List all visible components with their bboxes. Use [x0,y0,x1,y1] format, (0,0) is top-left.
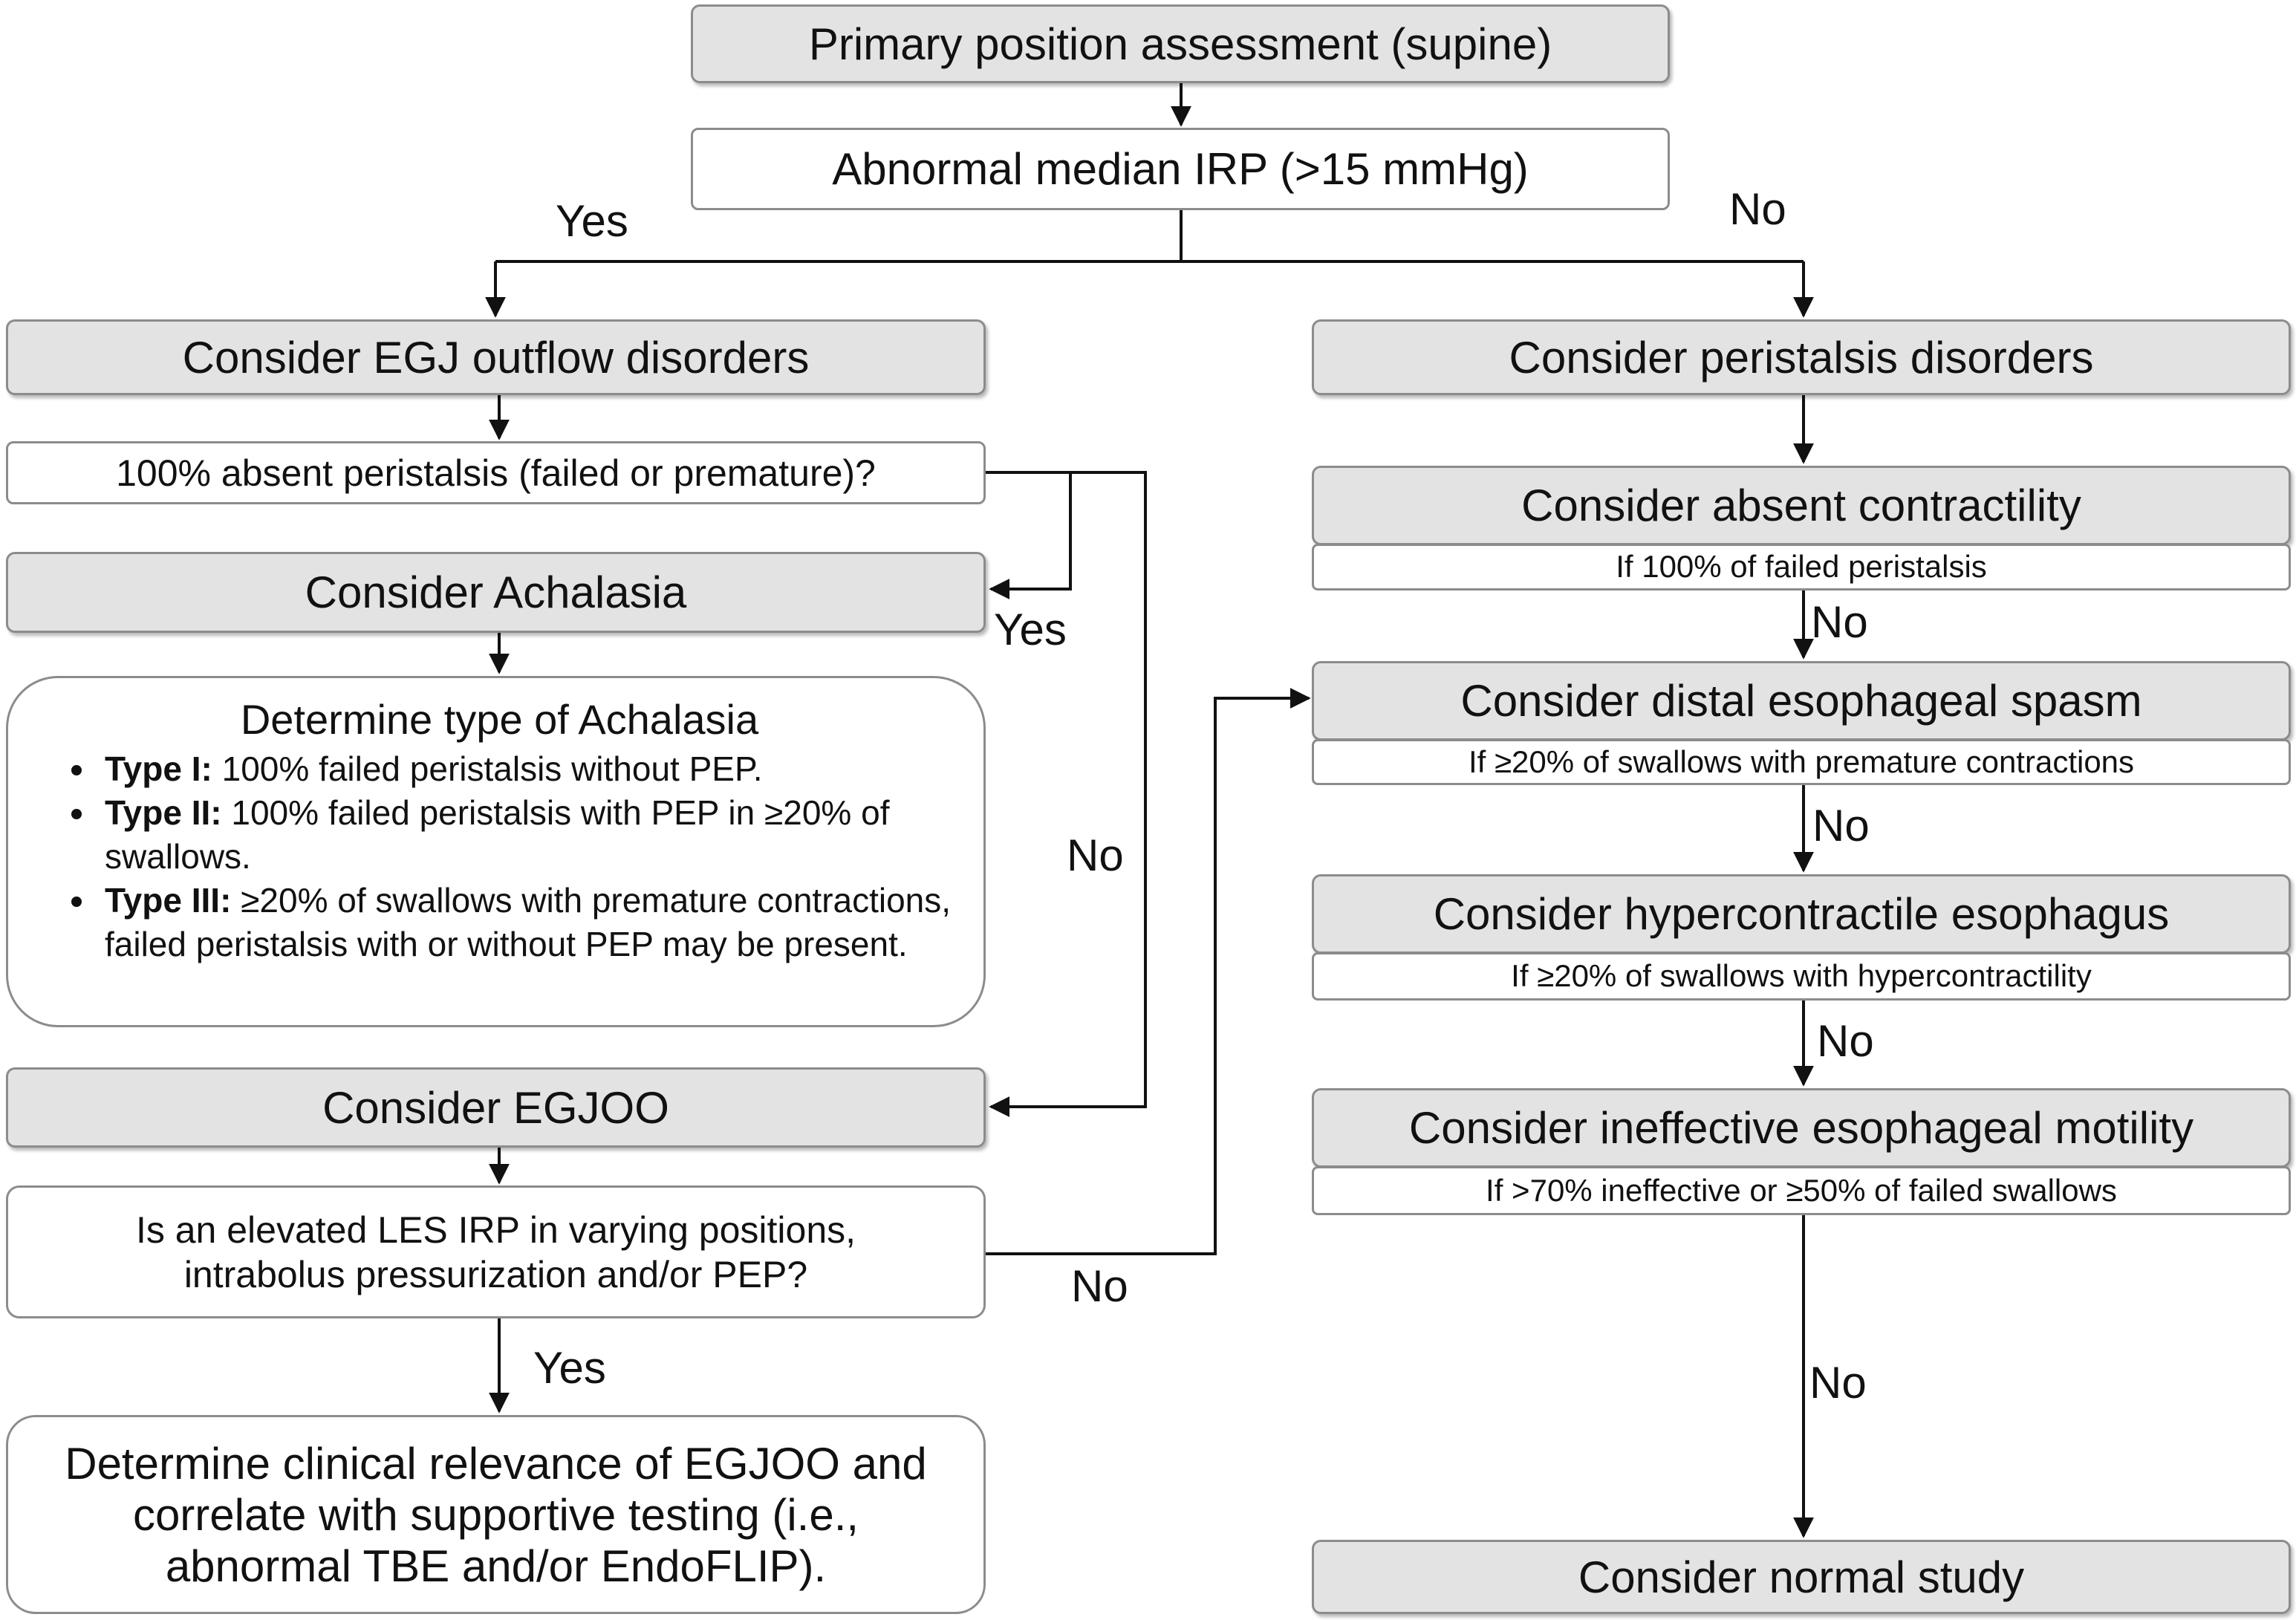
achalasia-type-3-text: ≥20% of swallows with premature contract… [105,880,952,963]
achalasia-label: Consider Achalasia [305,567,687,617]
ineffective-motility-box: Consider ineffective esophageal motility [1312,1088,2291,1168]
achalasia-type-2: Type II: 100% failed peristalsis with PE… [97,791,954,879]
achalasia-types-box: Determine type of Achalasia Type I: 100%… [6,676,986,1027]
edge-label-des-no: No [1812,801,1870,850]
absent-contractility-label: Consider absent contractility [1521,481,2081,530]
irp-label: Abnormal median IRP (>15 mmHg) [832,144,1529,194]
clinical-relevance-box: Determine clinical relevance of EGJOO an… [6,1415,986,1614]
peristalsis-disorders-label: Consider peristalsis disorders [1509,332,2094,383]
edge-label-irp-no: No [1729,184,1786,234]
edge-label-elevated-no: No [1071,1261,1128,1311]
edge-label-hyper-no: No [1817,1016,1874,1066]
achalasia-box: Consider Achalasia [6,552,986,633]
edge-label-elevated-yes: Yes [533,1343,606,1393]
irp-box: Abnormal median IRP (>15 mmHg) [691,128,1670,210]
clinical-relevance-line1: Determine clinical relevance of EGJOO an… [65,1438,927,1489]
absent-contractility-box: Consider absent contractility [1312,466,2291,545]
achalasia-type-1: Type I: 100% failed peristalsis without … [97,747,954,791]
clinical-relevance-line3: abnormal TBE and/or EndoFLIP). [165,1541,827,1591]
arrow-elevated-no-to-des [986,688,1311,1255]
primary-assessment-box: Primary position assessment (supine) [691,4,1670,83]
ineffective-motility-condition-label: If >70% ineffective or ≥50% of failed sw… [1486,1172,2117,1208]
edge-label-absent-no: No [1067,830,1124,880]
absent-peristalsis-question-label: 100% absent peristalsis (failed or prema… [116,452,876,494]
absent-peristalsis-question-box: 100% absent peristalsis (failed or prema… [6,441,986,504]
elevated-les-question-box: Is an elevated LES IRP in varying positi… [6,1185,986,1318]
distal-esophageal-spasm-condition-box: If ≥20% of swallows with premature contr… [1312,739,2291,785]
hypercontractile-label: Consider hypercontractile esophagus [1433,889,2170,939]
peristalsis-disorders-box: Consider peristalsis disorders [1312,319,2291,395]
distal-esophageal-spasm-label: Consider distal esophageal spasm [1460,676,2142,726]
achalasia-type-3-name: Type III: [105,880,232,920]
absent-contractility-condition-box: If 100% of failed peristalsis [1312,544,2291,591]
primary-assessment-label: Primary position assessment (supine) [808,19,1552,69]
achalasia-type-3: Type III: ≥20% of swallows with prematur… [97,879,954,966]
edge-label-iem-no: No [1809,1358,1867,1408]
ineffective-motility-label: Consider ineffective esophageal motility [1408,1103,2194,1153]
arrow-absent-yes-to-achalasia [986,471,1072,599]
egj-outflow-box: Consider EGJ outflow disorders [6,319,986,395]
edge-label-absent-yes: Yes [994,605,1067,654]
absent-contractility-condition-label: If 100% of failed peristalsis [1616,549,1987,585]
hypercontractile-condition-label: If ≥20% of swallows with hypercontractil… [1511,958,2092,994]
achalasia-type-2-name: Type II: [105,793,222,833]
egjoo-label: Consider EGJOO [322,1082,669,1133]
ineffective-motility-condition-box: If >70% ineffective or ≥50% of failed sw… [1312,1166,2291,1215]
achalasia-types-list: Type I: 100% failed peristalsis without … [45,747,954,966]
elevated-les-question-line2: intrabolus pressurization and/or PEP? [183,1253,808,1295]
achalasia-type-1-text: 100% failed peristalsis without PEP. [212,749,763,789]
normal-study-box: Consider normal study [1312,1540,2291,1614]
achalasia-types-title: Determine type of Achalasia [240,696,759,743]
distal-esophageal-spasm-box: Consider distal esophageal spasm [1312,661,2291,741]
normal-study-label: Consider normal study [1578,1552,2025,1602]
distal-esophageal-spasm-condition-label: If ≥20% of swallows with premature contr… [1468,744,2135,779]
elevated-les-question-line1: Is an elevated LES IRP in varying positi… [135,1209,856,1251]
arrow-absent-no-to-egjoo [989,471,1147,1117]
egj-outflow-label: Consider EGJ outflow disorders [182,332,810,383]
hypercontractile-condition-box: If ≥20% of swallows with hypercontractil… [1312,952,2291,1001]
achalasia-type-1-name: Type I: [105,749,212,789]
clinical-relevance-line2: correlate with supportive testing (i.e., [132,1489,859,1540]
edge-label-irp-yes: Yes [556,196,628,246]
achalasia-type-2-text: 100% failed peristalsis with PEP in ≥20%… [105,793,890,876]
egjoo-box: Consider EGJOO [6,1067,986,1148]
edge-label-contractility-no: No [1811,597,1868,647]
hypercontractile-box: Consider hypercontractile esophagus [1312,874,2291,954]
